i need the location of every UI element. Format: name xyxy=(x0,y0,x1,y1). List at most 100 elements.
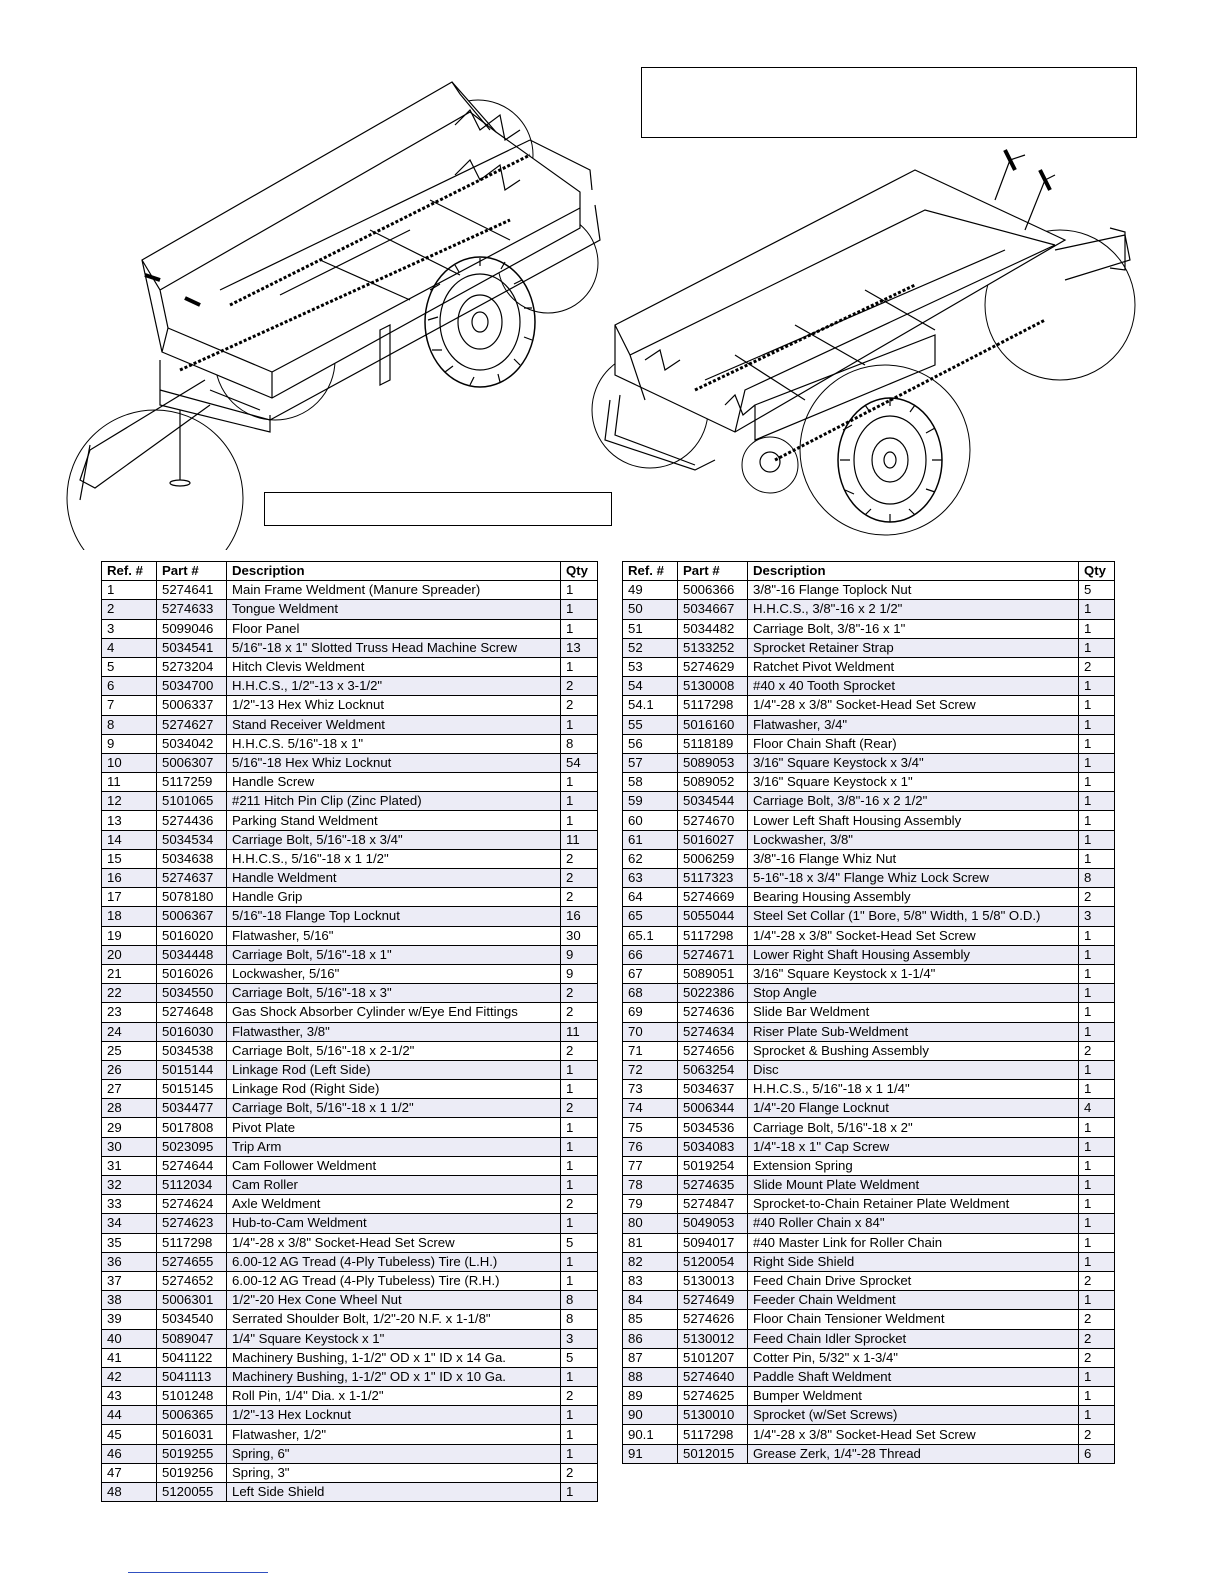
cell-qty: 1 xyxy=(1078,963,1115,985)
cell-description: #40 x 40 Tooth Sprocket xyxy=(747,676,1079,697)
cell-description: Hub-to-Cam Weldment xyxy=(226,1213,561,1234)
cell-description: Linkage Rod (Right Side) xyxy=(226,1079,561,1100)
cell-part-number: 5022386 xyxy=(677,983,748,1004)
cell-ref: 84 xyxy=(622,1290,678,1311)
cell-qty: 4 xyxy=(1078,1098,1115,1119)
cell-qty: 13 xyxy=(560,637,598,658)
cell-ref: 48 xyxy=(101,1481,157,1503)
col-header-ref: Ref. # xyxy=(101,560,157,582)
cell-description: Carriage Bolt, 5/16"-18 x 2" xyxy=(747,1117,1079,1138)
cell-description: H.H.C.S., 1/2"-13 x 3-1/2" xyxy=(226,676,561,697)
cell-ref: 70 xyxy=(622,1021,678,1042)
cell-qty: 1 xyxy=(1078,1155,1115,1177)
cell-part-number: 5274436 xyxy=(156,810,227,831)
cell-part-number: 5034042 xyxy=(156,733,227,754)
cell-description: Cam Follower Weldment xyxy=(226,1155,561,1177)
cell-description: 1/4"-28 x 3/8" Socket-Head Set Screw xyxy=(226,1232,561,1253)
cell-part-number: 5274847 xyxy=(677,1194,748,1215)
cell-qty: 3 xyxy=(1078,906,1115,927)
cell-ref: 7 xyxy=(101,695,157,716)
cell-part-number: 5006301 xyxy=(156,1290,227,1311)
cell-description: Sprocket Retainer Strap xyxy=(747,637,1079,658)
cell-description: Carriage Bolt, 5/16"-18 x 3" xyxy=(226,983,561,1004)
cell-qty: 2 xyxy=(560,1386,598,1407)
cell-part-number: 5012015 xyxy=(677,1443,748,1464)
detail-circle-wheel xyxy=(799,364,971,536)
cell-part-number: 5006307 xyxy=(156,752,227,774)
cell-ref: 33 xyxy=(101,1194,157,1215)
cell-part-number: 5101065 xyxy=(156,791,227,812)
cell-description: #211 Hitch Pin Clip (Zinc Plated) xyxy=(226,791,561,812)
cell-ref: 74 xyxy=(622,1098,678,1119)
cell-qty: 1 xyxy=(1078,1251,1115,1272)
cell-qty: 2 xyxy=(560,867,598,889)
cell-qty: 1 xyxy=(1078,829,1115,850)
cell-ref: 54 xyxy=(622,676,678,697)
cell-description: H.H.C.S., 5/16"-18 x 1 1/4" xyxy=(747,1079,1079,1100)
cell-description: Lower Right Shaft Housing Assembly xyxy=(747,944,1079,965)
cell-part-number: 5120054 xyxy=(677,1251,748,1272)
cell-qty: 54 xyxy=(560,752,598,774)
cell-qty: 2 xyxy=(560,848,598,870)
col-header-description: Description xyxy=(747,560,1079,582)
cell-description: Cotter Pin, 5/32" x 1-3/4" xyxy=(747,1347,1079,1368)
cell-qty: 8 xyxy=(560,733,598,754)
cell-description: Grease Zerk, 1/4"-28 Thread xyxy=(747,1443,1079,1464)
cell-qty: 1 xyxy=(1078,944,1115,965)
col-header-part: Part # xyxy=(156,560,227,582)
cell-ref: 51 xyxy=(622,618,678,639)
cell-description: Left Side Shield xyxy=(226,1481,561,1503)
cell-description: H.H.C.S., 3/8"-16 x 2 1/2" xyxy=(747,599,1079,620)
cell-part-number: 5274670 xyxy=(677,810,748,831)
cell-qty: 1 xyxy=(560,1155,598,1177)
cell-qty: 1 xyxy=(1078,772,1115,793)
cell-description: Lower Left Shaft Housing Assembly xyxy=(747,810,1079,831)
cell-qty: 1 xyxy=(560,1270,598,1292)
cell-description: 3/16" Square Keystock x 3/4" xyxy=(747,752,1079,774)
cell-qty: 1 xyxy=(560,618,598,639)
cell-qty: 1 xyxy=(560,1079,598,1100)
table-header-row: Ref. # Part # Description Qty xyxy=(101,560,598,582)
cell-part-number: 5274635 xyxy=(677,1174,748,1196)
cell-ref: 60 xyxy=(622,810,678,831)
cell-part-number: 5034550 xyxy=(156,983,227,1004)
cell-qty: 2 xyxy=(1078,1424,1115,1445)
cell-description: Parking Stand Weldment xyxy=(226,810,561,831)
cell-ref: 3 xyxy=(101,618,157,639)
cell-description: Stand Receiver Weldment xyxy=(226,714,561,735)
cell-ref: 66 xyxy=(622,944,678,965)
cell-ref: 27 xyxy=(101,1079,157,1100)
detail-circle-sprocket xyxy=(741,436,799,494)
cell-description: Floor Chain Shaft (Rear) xyxy=(747,733,1079,754)
cell-part-number: 5016026 xyxy=(156,963,227,985)
table-header-row: Ref. # Part # Description Qty xyxy=(622,560,1115,582)
cell-description: 1/4"-28 x 3/8" Socket-Head Set Screw xyxy=(747,925,1079,946)
cell-part-number: 5101248 xyxy=(156,1386,227,1407)
cell-qty: 1 xyxy=(560,656,598,678)
cell-part-number: 5118189 xyxy=(677,733,748,754)
cell-part-number: 5034540 xyxy=(156,1309,227,1330)
cell-ref: 71 xyxy=(622,1040,678,1061)
cell-part-number: 5015145 xyxy=(156,1079,227,1100)
